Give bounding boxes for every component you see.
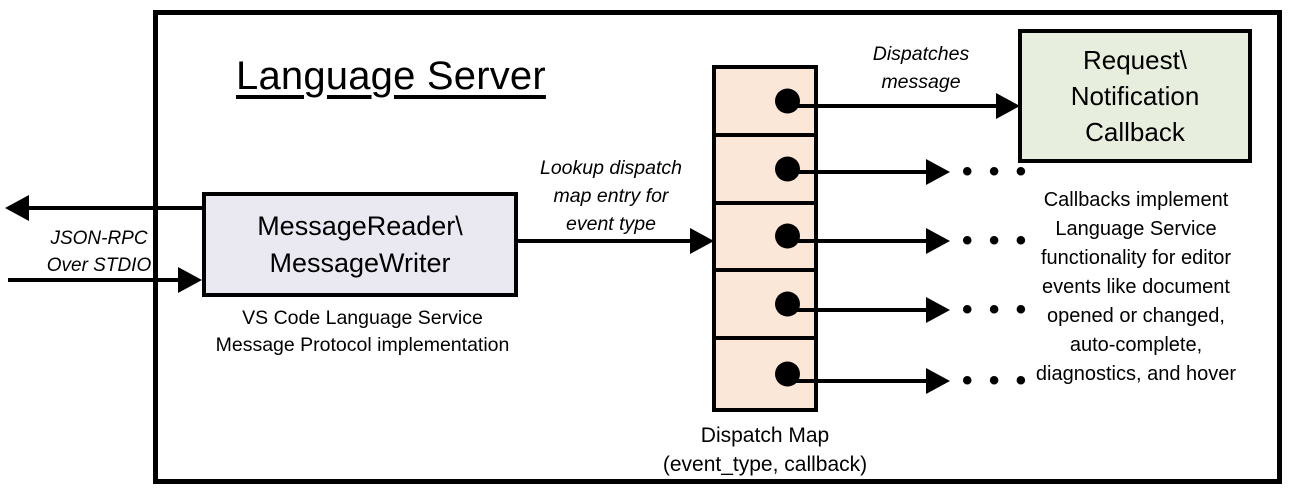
callback-dot-icon xyxy=(775,223,800,249)
dispatch-edge-line-5 xyxy=(780,379,930,383)
language-server-boundary xyxy=(153,10,1282,484)
table-row[interactable] xyxy=(716,272,814,341)
dispatch-map-caption: Dispatch Map (event_type, callback) xyxy=(662,424,868,476)
dispatch-edge-label: Dispatches message xyxy=(872,43,970,93)
table-row[interactable] xyxy=(716,204,814,273)
arrow-right-icon xyxy=(926,368,950,394)
dispatch-map-table[interactable] xyxy=(712,65,818,412)
outbound-rpc-line xyxy=(28,206,208,210)
ellipsis-5: • • • xyxy=(962,364,1031,397)
table-row[interactable] xyxy=(716,340,814,408)
arrow-right-icon xyxy=(996,93,1020,119)
message-reader-writer-caption: VS Code Language Service Message Protoco… xyxy=(215,307,510,356)
arrow-right-icon xyxy=(926,297,950,323)
inbound-rpc-line xyxy=(8,278,180,282)
dispatch-edge-line-2 xyxy=(780,170,930,174)
ellipsis-4: • • • xyxy=(962,293,1031,326)
arrow-right-icon xyxy=(926,159,950,185)
page-title: Language Server xyxy=(236,54,546,98)
arrow-right-icon xyxy=(926,228,950,254)
lookup-edge-line xyxy=(518,239,692,243)
ellipsis-2: • • • xyxy=(962,155,1031,188)
arrow-right-icon xyxy=(178,267,202,293)
callback-dot-icon xyxy=(775,291,800,317)
arrow-right-icon xyxy=(690,228,714,254)
ellipsis-3: • • • xyxy=(962,224,1031,257)
callback-dot-icon xyxy=(775,88,800,114)
arrow-left-icon xyxy=(5,195,29,221)
lookup-edge-label: Lookup dispatch map entry for event type xyxy=(539,157,683,235)
table-row[interactable] xyxy=(716,69,814,137)
dispatch-edge-line-3 xyxy=(780,239,930,243)
json-rpc-label: JSON-RPC Over STDIO xyxy=(46,228,152,276)
callback-description: Callbacks implement Language Service fun… xyxy=(1035,189,1237,385)
message-reader-writer-label: MessageReader\ MessageWriter xyxy=(257,210,463,278)
message-reader-writer-box[interactable]: MessageReader\ MessageWriter xyxy=(202,192,518,297)
request-notification-callback-box[interactable]: Request\ Notification Callback xyxy=(1018,29,1252,163)
dispatch-edge-line-4 xyxy=(780,308,930,312)
dispatch-edge-line-1 xyxy=(780,104,1008,108)
request-notification-callback-label: Request\ Notification Callback xyxy=(1070,45,1200,147)
callback-dot-icon xyxy=(775,156,800,182)
